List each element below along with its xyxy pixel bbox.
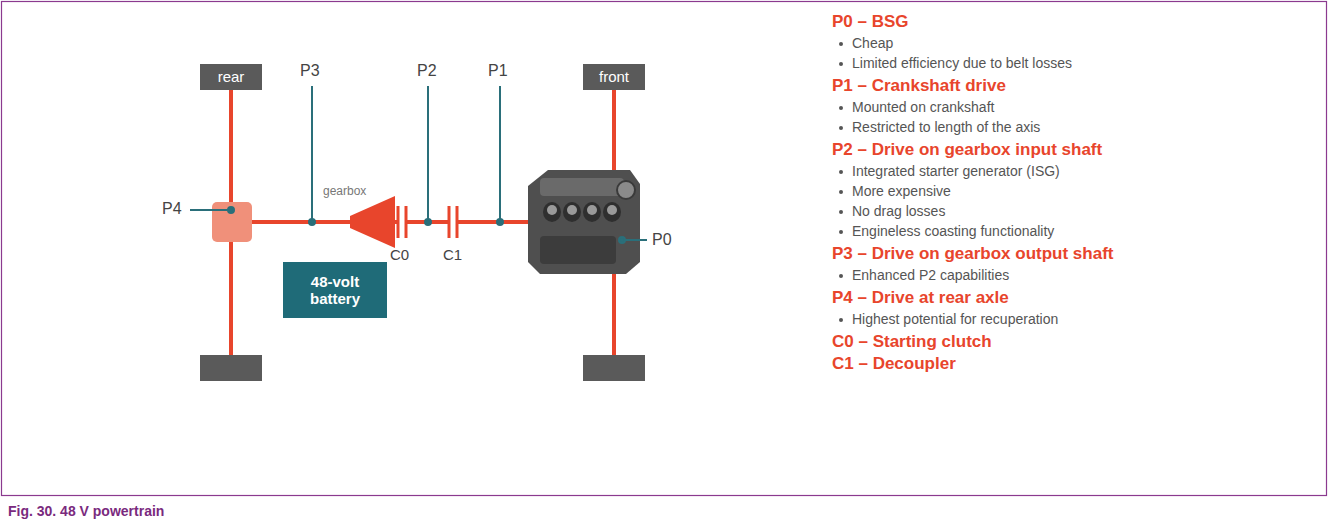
list-item: More expensive xyxy=(852,183,951,199)
bullet-dot xyxy=(839,42,843,46)
list-item: No drag losses xyxy=(852,203,945,219)
list-item: Engineless coasting functionality xyxy=(852,223,1054,239)
battery-box: 48-volt battery xyxy=(283,262,387,318)
figure-frame xyxy=(2,2,1327,496)
list-heading: P3 – Drive on gearbox output shaft xyxy=(832,244,1114,264)
position-label: P3 xyxy=(300,62,320,80)
bullet-dot xyxy=(839,190,843,194)
position-label: P0 xyxy=(652,231,672,249)
list-heading: C1 – Decoupler xyxy=(832,354,956,374)
list-heading: P2 – Drive on gearbox input shaft xyxy=(832,140,1102,160)
box-text: rear xyxy=(218,68,245,85)
clutch-label: C0 xyxy=(390,246,409,263)
bullet-dot xyxy=(839,318,843,322)
gearbox-symbol xyxy=(350,196,395,248)
list-heading: P4 – Drive at rear axle xyxy=(832,288,1009,308)
list-item: Restricted to length of the axis xyxy=(852,119,1040,135)
rear-wheel xyxy=(200,355,262,381)
bullet-dot xyxy=(839,170,843,174)
position-label: P1 xyxy=(488,62,508,80)
axle-box: rear xyxy=(200,64,262,90)
list-heading: C0 – Starting clutch xyxy=(832,332,992,352)
figure-caption: Fig. 30. 48 V powertrain xyxy=(8,503,164,519)
list-item: Integrated starter generator (ISG) xyxy=(852,163,1060,179)
engine-illustration xyxy=(528,170,640,274)
list-item: Limited efficiency due to belt losses xyxy=(852,55,1072,71)
list-item: Highest potential for recuperation xyxy=(852,311,1058,327)
bullet-dot xyxy=(839,106,843,110)
bullet-dot xyxy=(839,230,843,234)
rear-differential xyxy=(212,202,252,242)
front-wheel xyxy=(583,355,645,381)
part-label: gearbox xyxy=(323,184,366,198)
position-label: P4 xyxy=(162,200,182,218)
box-text: 48-volt battery xyxy=(289,273,381,308)
bullet-dot xyxy=(839,274,843,278)
box-text: front xyxy=(599,68,629,85)
list-heading: P1 – Crankshaft drive xyxy=(832,76,1006,96)
bullet-dot xyxy=(839,210,843,214)
clutch-label: C1 xyxy=(443,246,462,263)
list-item: Cheap xyxy=(852,35,893,51)
leader-lines xyxy=(190,86,647,243)
list-item: Enhanced P2 capabilities xyxy=(852,267,1009,283)
list-heading: P0 – BSG xyxy=(832,12,909,32)
bullet-dot xyxy=(839,62,843,66)
axle-box: front xyxy=(583,64,645,90)
bullet-dot xyxy=(839,126,843,130)
list-item: Mounted on crankshaft xyxy=(852,99,994,115)
position-label: P2 xyxy=(417,62,437,80)
